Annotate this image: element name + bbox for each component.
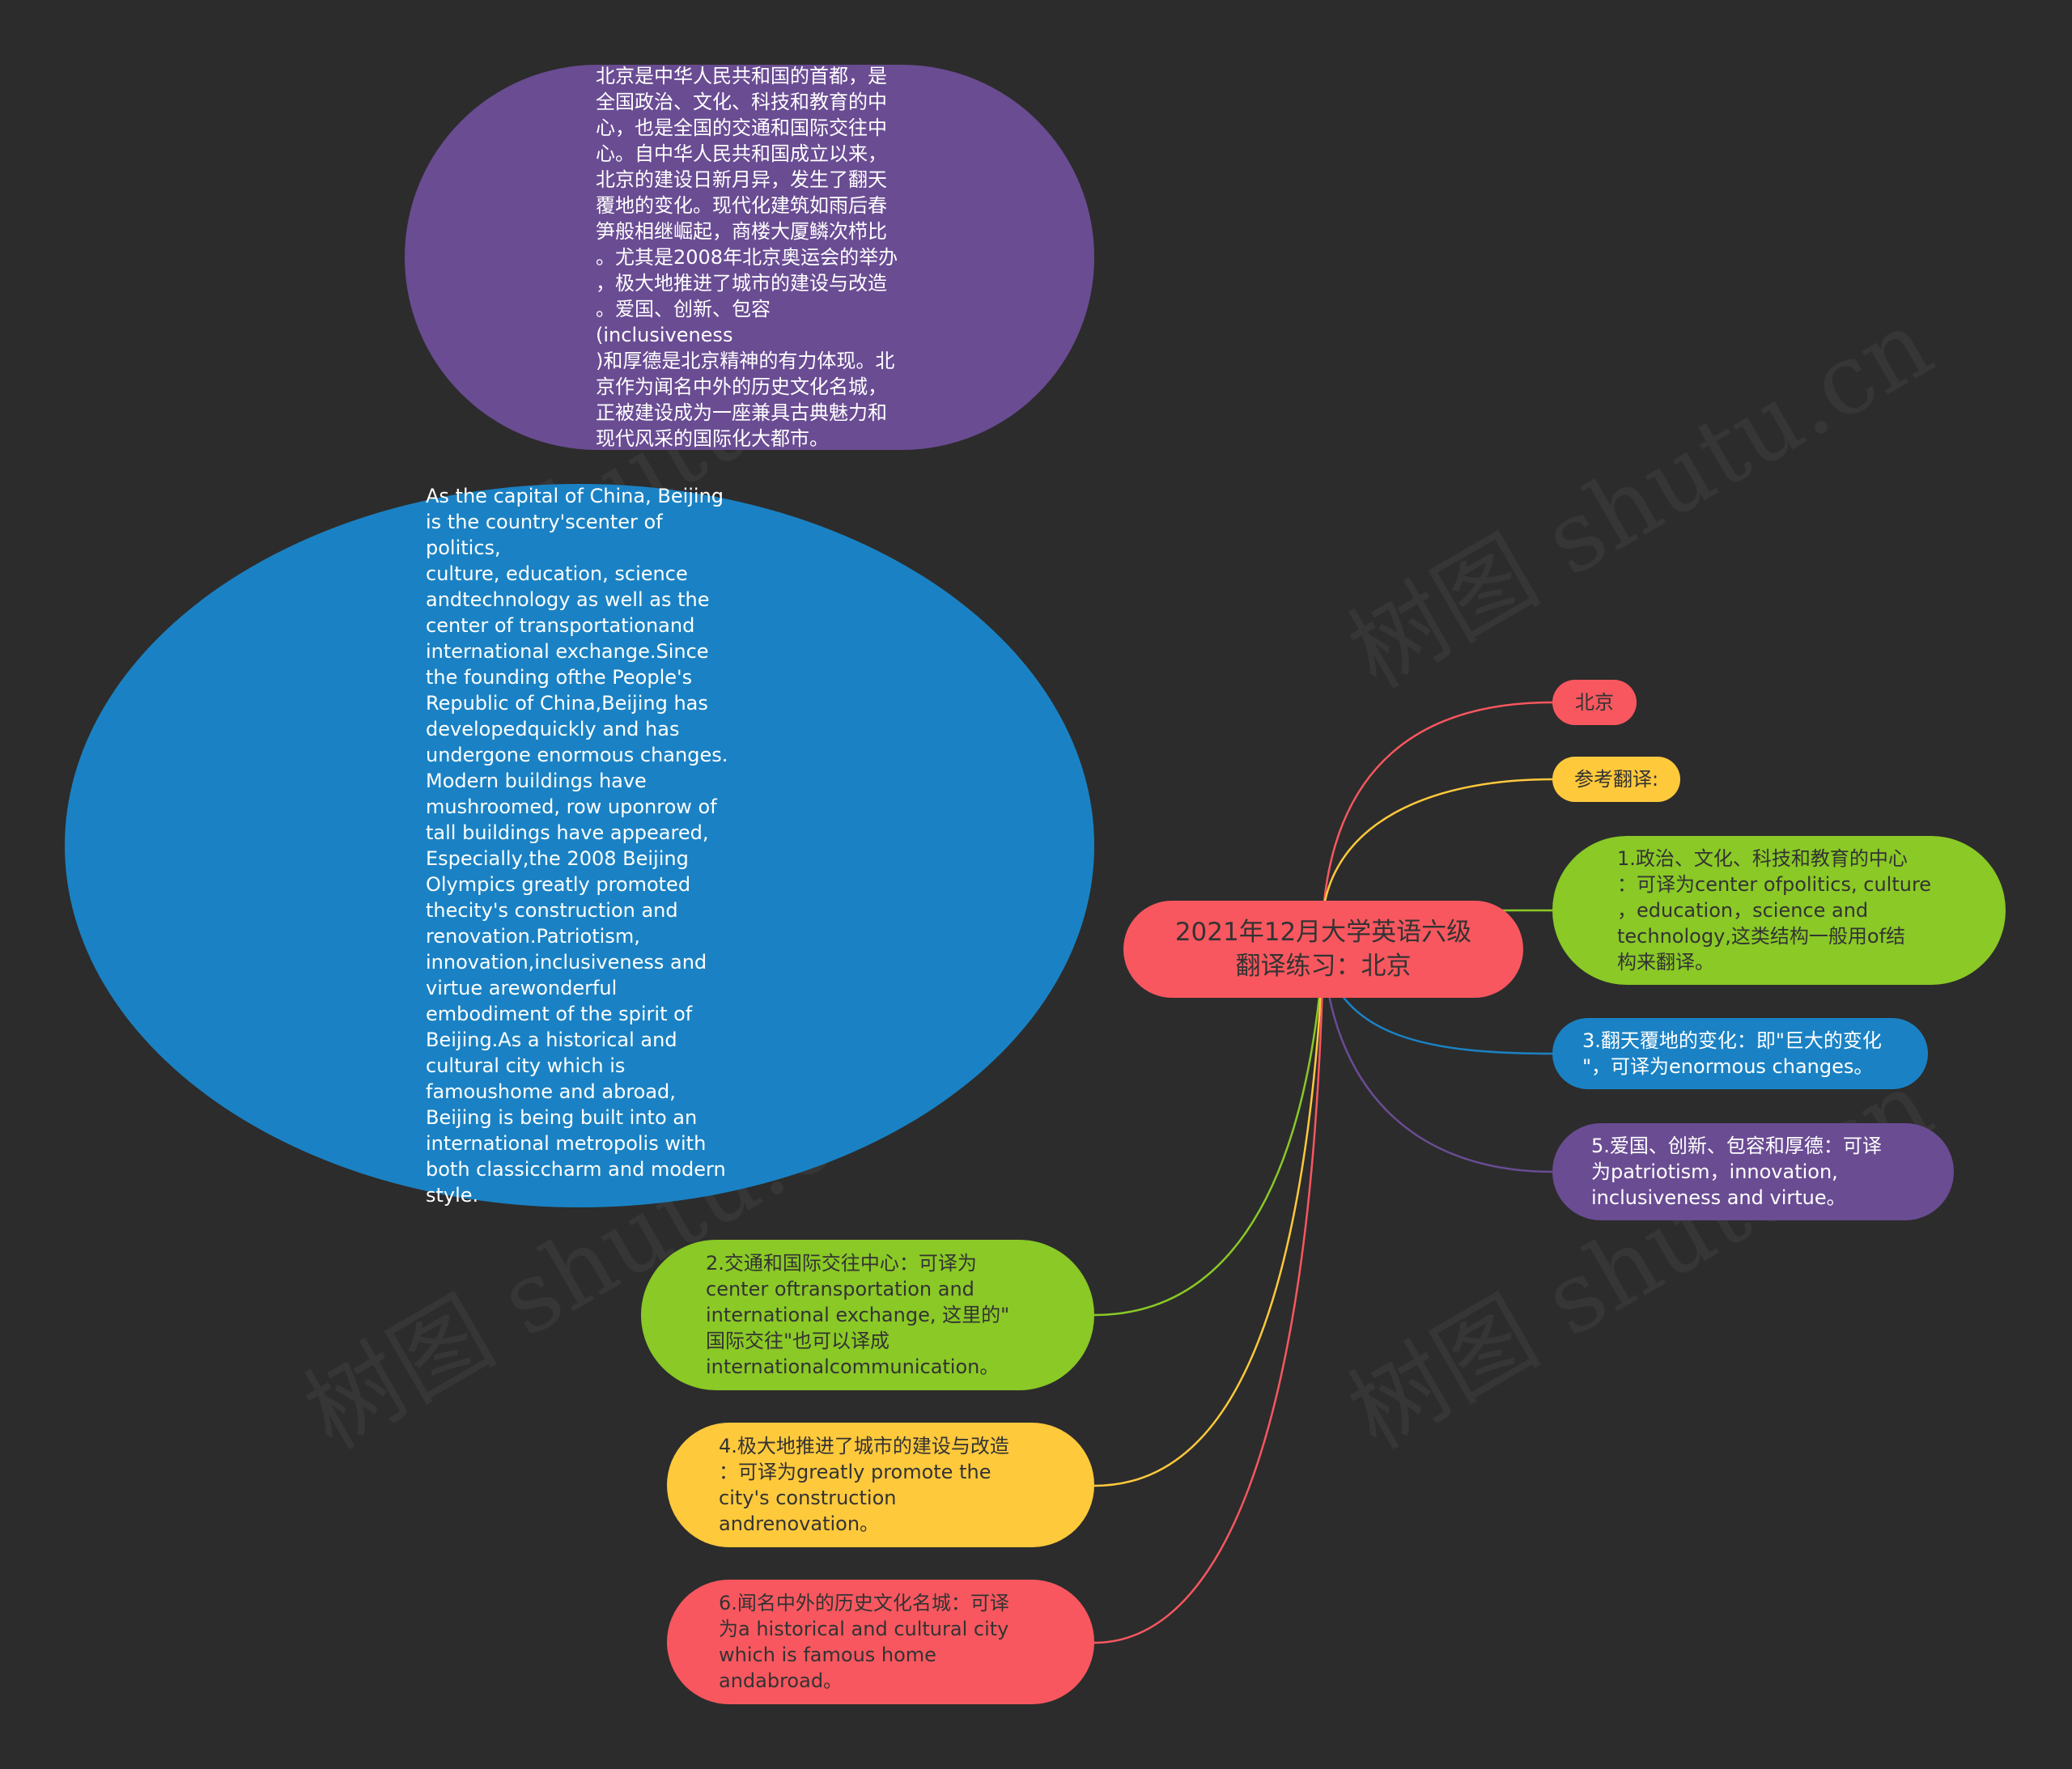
node-note2[interactable]: 2.交通和国际交往中心：可译为 center oftransportation …	[641, 1240, 1094, 1390]
node-note2-label: 2.交通和国际交往中心：可译为 center oftransportation …	[706, 1252, 1010, 1378]
node-beijing-label: 北京	[1575, 691, 1614, 714]
node-note5-label: 5.爱国、创新、包容和厚德：可译 为patriotism，innovation,…	[1591, 1135, 1882, 1209]
link-note6	[1093, 954, 1325, 1644]
node-note3[interactable]: 3.翻天覆地的变化：即"巨大的变化 "，可译为enormous changes。	[1552, 1018, 1928, 1089]
node-reference-label: 参考翻译:	[1573, 768, 1659, 791]
node-note4[interactable]: 4.极大地推进了城市的建设与改造 ：可译为greatly promote the…	[667, 1423, 1094, 1547]
link-chinese-text	[1094, 259, 1323, 910]
link-note2	[1093, 954, 1325, 1317]
central-topic-label: 2021年12月大学英语六级 翻译练习：北京	[1174, 918, 1472, 981]
node-note6[interactable]: 6.闻名中外的历史文化名城：可译 为a historical and cultu…	[667, 1580, 1094, 1704]
node-note1-label: 1.政治、文化、科技和教育的中心 ：可译为center ofpolitics, …	[1617, 847, 1932, 974]
central-topic[interactable]: 2021年12月大学英语六级 翻译练习：北京	[1123, 901, 1523, 998]
link-note4	[1093, 954, 1325, 1487]
node-chinese-text-label: 北京是中华人民共和国的首都，是 全国政治、文化、科技和教育的中 心，也是全国的交…	[596, 65, 898, 450]
link-note5	[1322, 954, 1553, 1173]
node-note5[interactable]: 5.爱国、创新、包容和厚德：可译 为patriotism，innovation,…	[1552, 1123, 1954, 1220]
node-beijing[interactable]: 北京	[1552, 680, 1637, 725]
node-note1[interactable]: 1.政治、文化、科技和教育的中心 ：可译为center ofpolitics, …	[1552, 836, 2006, 985]
link-beijing	[1322, 701, 1553, 911]
node-english-text-label: As the capital of China, Beijing is the …	[426, 485, 728, 1207]
node-chinese-text[interactable]: 北京是中华人民共和国的首都，是 全国政治、文化、科技和教育的中 心，也是全国的交…	[405, 65, 1094, 450]
node-reference[interactable]: 参考翻译:	[1552, 757, 1680, 802]
node-note4-label: 4.极大地推进了城市的建设与改造 ：可译为greatly promote the…	[719, 1435, 1009, 1535]
node-note3-label: 3.翻天覆地的变化：即"巨大的变化 "，可译为enormous changes。	[1582, 1029, 1882, 1078]
node-english-text[interactable]: As the capital of China, Beijing is the …	[65, 484, 1094, 1207]
node-note6-label: 6.闻名中外的历史文化名城：可译 为a historical and cultu…	[719, 1592, 1009, 1692]
link-reference	[1322, 778, 1553, 911]
